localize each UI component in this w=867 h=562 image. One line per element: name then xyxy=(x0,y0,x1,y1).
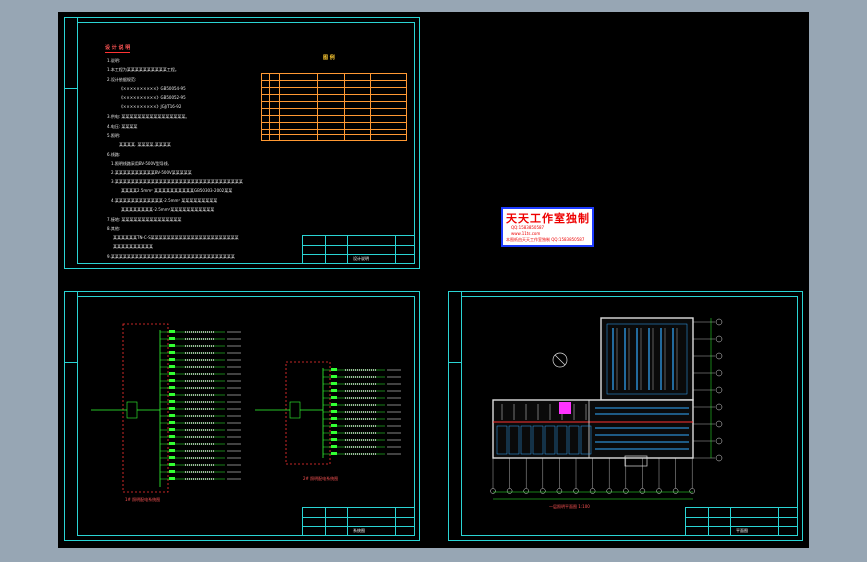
note-line: 4.某某某某某某某某某某某某-2.5mm² 某某某某某某某某某 xyxy=(111,198,218,203)
note-line: 某某某某2.5mm² 某某某某某某某某某某GB50303-2002某某 xyxy=(121,188,233,193)
stamp-qq: QQ:1583850587 xyxy=(511,225,545,230)
note-line: 3.某某某某某某某某某某某某某某某某某某某某某某某某某某某某某某某某 xyxy=(111,179,243,184)
floor-plan-caption: 一层照明平面图 1:100 xyxy=(549,504,590,509)
legend-table xyxy=(261,73,407,141)
note-line: 某某某某某某某某-2.5mm²某某某某某某某某某某某 xyxy=(121,207,215,212)
system-diagram-drawing xyxy=(91,323,401,493)
sheet-inner-frame xyxy=(77,22,415,264)
note-line: 某某某某. 某某某某,某某某某 xyxy=(119,142,171,147)
note-line: 《××××××××××》GB50052-95 xyxy=(119,95,186,100)
note-line: 某某某某某某某某某某 xyxy=(113,244,153,249)
note-line: 《××××××××××》GB50054-95 xyxy=(119,86,186,91)
sheet-inner-frame xyxy=(461,296,798,536)
system-caption-2: 2# 照明配电系统图 xyxy=(303,476,339,481)
note-line: 6.线路: xyxy=(107,152,121,157)
note-line: 2.设计依据规范: xyxy=(107,77,137,82)
note-line: 《××××××××××》JGJ/T16-92 xyxy=(119,104,182,109)
note-line: 8.其他: xyxy=(107,226,121,231)
title-block: 系统图 xyxy=(302,507,415,536)
stamp-website: www.11ts.com xyxy=(511,231,541,236)
title-block-name: 系统图 xyxy=(353,528,365,533)
note-line: 1.照明线路采用BV-500V型导线, xyxy=(111,161,170,166)
note-line: 3.供电: 某某某某某某某某某某某某某某某某。 xyxy=(107,114,190,119)
title-block-name: 设计说明 xyxy=(353,256,369,261)
note-line: 1.说明: xyxy=(107,58,121,63)
drawing-canvas[interactable]: 设 计 说 明 1.说明: 1.本工程为某某某某某某某某某某工程。 2.设计依据… xyxy=(58,12,809,548)
studio-stamp: 天天工作室独制 QQ:1583850587 www.11ts.com 本图纸由天… xyxy=(501,207,594,247)
title-block: 平面图 xyxy=(685,507,798,536)
sheet-system-diagram[interactable]: 1# 照明配电系统图 2# 照明配电系统图 系统图 xyxy=(64,291,420,541)
note-line: 9.某某某某某某某某某某某某某某某某某某某某某某某某某某某某某某某 xyxy=(107,254,235,259)
note-line: 某某某某某某TN-C-S某某某某某某某某某某某某某某某某某某某某某某 xyxy=(113,235,239,240)
stamp-title: 天天工作室独制 xyxy=(506,212,590,225)
note-line: 5.照明: xyxy=(107,133,121,138)
note-line: 4.电压: 某某某某 xyxy=(107,124,138,129)
title-block-name: 平面图 xyxy=(736,528,748,533)
note-line: 1.本工程为某某某某某某某某某某工程。 xyxy=(107,67,179,72)
title-block: 设计说明 xyxy=(302,235,415,264)
system-caption-1: 1# 照明配电系统图 xyxy=(125,497,161,502)
floor-plan-drawing xyxy=(490,317,723,500)
note-line: 7.接地: 某某某某某某某某某某某某某某某 xyxy=(107,217,182,222)
notes-heading: 设 计 说 明 xyxy=(105,45,131,53)
legend-heading: 图 例 xyxy=(323,55,335,61)
sheet-inner-frame xyxy=(77,296,415,536)
note-line: 2.某某某某某某某某某某BV-500V某某某某某 xyxy=(111,170,192,175)
sheet-floor-plan[interactable]: 一层照明平面图 1:100 平面图 xyxy=(448,291,803,541)
stamp-note: 本图纸由天天工作室独制 QQ:1583850587 xyxy=(506,237,585,242)
sheet-design-notes[interactable]: 设 计 说 明 1.说明: 1.本工程为某某某某某某某某某某工程。 2.设计依据… xyxy=(64,17,420,269)
